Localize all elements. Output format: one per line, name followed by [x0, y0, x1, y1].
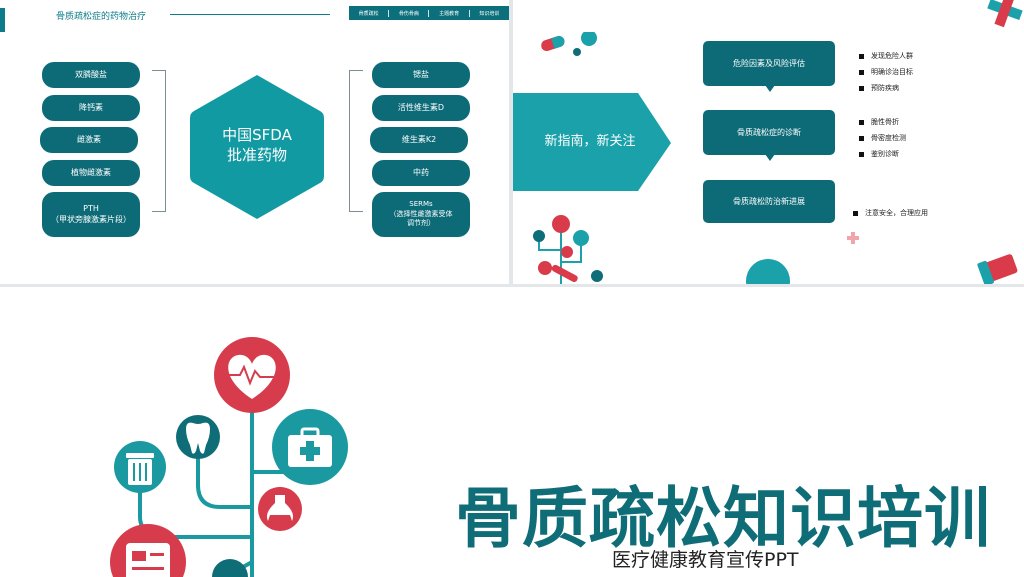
section-risk-assessment: 危险因素及风险评估	[703, 41, 835, 92]
center-hexagon	[190, 75, 324, 219]
progress-bullet-list: 注意安全，合理应用	[853, 205, 928, 221]
drug-item-serms: SERMs （选择性雌激素受体 调节剂）	[372, 192, 470, 237]
drug-item-pth: PTH （甲状旁腺激素片段）	[42, 192, 140, 237]
section-new-progress: 骨质疏松防治新进展	[703, 180, 835, 223]
drug-item-phytoestrogen: 植物雌激素	[42, 160, 140, 186]
left-bracket	[152, 70, 166, 212]
nav-item-4: 知识培训	[479, 10, 500, 17]
first-aid-kit-icon	[272, 409, 348, 485]
medical-card-icon	[110, 524, 186, 577]
trash-bin-icon	[114, 441, 166, 493]
title-accent-bar	[0, 8, 5, 32]
nav-item-3: 主题教育	[439, 10, 460, 17]
guideline-arrow	[513, 93, 671, 191]
medical-tree-illustration	[110, 337, 348, 577]
bullet-item: 骨密度检测	[859, 130, 906, 146]
small-cross-icon	[847, 232, 859, 244]
bullet-item: 脆性骨折	[859, 114, 906, 130]
drug-item-calcitonin: 降钙素	[42, 95, 140, 121]
bullet-item: 发现危险人群	[859, 48, 913, 64]
drug-item-estrogen: 雌激素	[40, 127, 138, 153]
section-diagnosis: 骨质疏松症的诊断	[703, 110, 835, 161]
slide-drug-treatment[interactable]: 骨质疏松症的药物治疗 骨质疏松 骨伤骨病 主题教育 知识培训 双膦酸盐 降钙素 …	[0, 0, 509, 284]
bullet-item: 注意安全，合理应用	[853, 205, 928, 221]
bullet-item: 预防疾病	[859, 80, 913, 96]
capsule-decoration-icon	[541, 32, 597, 56]
medical-tree-mini-icon	[533, 215, 603, 284]
arrow-label: 新指南，新关注	[544, 134, 636, 149]
right-bracket	[349, 70, 363, 212]
drug-item-strontium: 锶盐	[372, 62, 470, 88]
risk-bullet-list: 发现危险人群 明确诊治目标 预防疾病	[859, 48, 913, 96]
cross-decoration-icon	[987, 0, 1023, 28]
bullet-item: 鉴别诊断	[859, 146, 906, 162]
flask-icon	[258, 487, 302, 531]
title-underline	[170, 14, 330, 15]
bullet-item: 明确诊治目标	[859, 64, 913, 80]
nav-item-2: 骨伤骨病	[398, 10, 419, 17]
slide-new-guidelines[interactable]: 新指南，新关注 危险因素及风险评估 骨质疏松症的诊断 骨质疏松防治新进展 发现危…	[513, 0, 1024, 284]
drug-item-vitamin-k2: 维生素K2	[370, 127, 468, 153]
teal-circle-decoration	[746, 259, 790, 284]
drug-item-bisphosphonate: 双膦酸盐	[42, 62, 140, 88]
drug-item-vitamin-d: 活性维生素D	[372, 95, 470, 121]
nav-item-1: 骨质疏松	[358, 10, 379, 17]
center-label: 中国SFDA 批准药物	[222, 126, 292, 164]
cover-subtitle: 医疗健康教育宣传PPT	[612, 549, 799, 571]
slide-title: 骨质疏松症的药物治疗	[56, 12, 147, 22]
diagnosis-bullet-list: 脆性骨折 骨密度检测 鉴别诊断	[859, 114, 906, 162]
slide-cover[interactable]: 骨质疏松知识培训 医疗健康教育宣传PPT	[0, 287, 1024, 577]
heart-monitor-icon	[214, 337, 290, 413]
tooth-icon	[176, 415, 220, 459]
cover-title: 骨质疏松知识培训	[455, 480, 991, 557]
drug-item-chinese-medicine: 中药	[372, 160, 470, 186]
top-nav: 骨质疏松 骨伤骨病 主题教育 知识培训	[349, 6, 509, 20]
pill-bottle-decoration-icon	[977, 254, 1018, 284]
